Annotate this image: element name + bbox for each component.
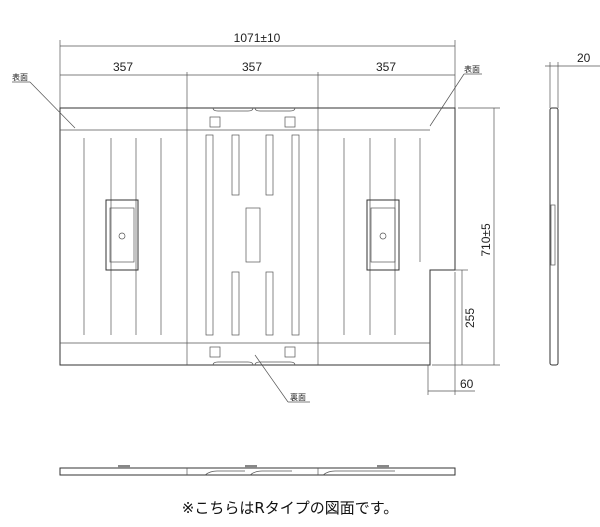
overall-width-value: 1071±10 [234, 31, 281, 45]
label-front-left: 表面 [12, 72, 76, 129]
notch-height-dimension: 255 [455, 269, 477, 365]
label-back: 裏面 [254, 354, 310, 403]
svg-text:裏面: 裏面 [290, 392, 306, 402]
handle-left [105, 199, 139, 271]
front-view [59, 107, 456, 366]
caption: ※こちらはRタイプの図面です。 [182, 499, 399, 517]
panel-width-2: 357 [242, 60, 262, 74]
svg-text:表面: 表面 [464, 64, 480, 74]
panel-width-dimensions: 357 357 357 [60, 60, 455, 108]
panel-width-3: 357 [376, 60, 396, 74]
svg-text:710±5: 710±5 [479, 223, 493, 257]
panel-width-1: 357 [113, 60, 133, 74]
handle-right [366, 199, 400, 271]
svg-text:表面: 表面 [12, 72, 28, 82]
overall-width-dimension: 1071±10 [59, 31, 456, 108]
svg-text:255: 255 [463, 308, 477, 328]
notch-width-dimension: 60 [427, 272, 475, 395]
label-front-right: 表面 [429, 64, 482, 127]
height-dimension: 710±5 [432, 107, 500, 366]
side-view: 20 [545, 51, 600, 366]
bottom-view [59, 465, 456, 476]
svg-text:60: 60 [460, 377, 474, 391]
thickness-value: 20 [577, 51, 591, 65]
